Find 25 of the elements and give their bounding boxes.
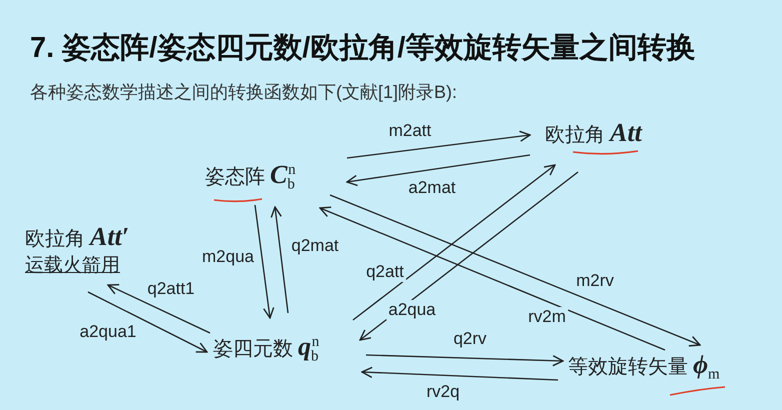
arrow xyxy=(352,164,556,321)
arrow xyxy=(361,366,558,381)
edge-label: a2qua1 xyxy=(78,322,138,342)
arrow xyxy=(330,194,701,347)
node-label: 欧拉角 Att xyxy=(545,118,644,148)
subtitle: 各种姿态数学描述之间的转换函数如下(文献[1]附录B): xyxy=(30,81,458,104)
edge-label: q2att1 xyxy=(145,279,197,299)
edge-label: q2att xyxy=(364,262,406,282)
edge-label: q2mat xyxy=(289,236,341,256)
arrow xyxy=(270,206,289,314)
edge-label: a2qua xyxy=(386,300,438,320)
title: 7. 姿态阵/姿态四元数/欧拉角/等效旋转矢量之间转换 xyxy=(30,30,696,66)
arrow xyxy=(346,154,530,186)
edge-label: m2qua xyxy=(200,247,256,267)
arrow xyxy=(366,354,564,366)
arrow xyxy=(107,284,210,334)
node-label: 等效旋转矢量 ϕ$_{m}$ xyxy=(568,350,721,384)
arrow xyxy=(359,171,578,341)
arrow xyxy=(88,291,208,353)
arrow xyxy=(346,130,531,159)
edge-label: q2rv xyxy=(451,329,489,349)
arrow xyxy=(254,204,274,319)
node-note: 运载火箭用 xyxy=(25,254,121,278)
arrow xyxy=(319,206,666,351)
node-label: 欧拉角 Att′ xyxy=(25,222,130,252)
